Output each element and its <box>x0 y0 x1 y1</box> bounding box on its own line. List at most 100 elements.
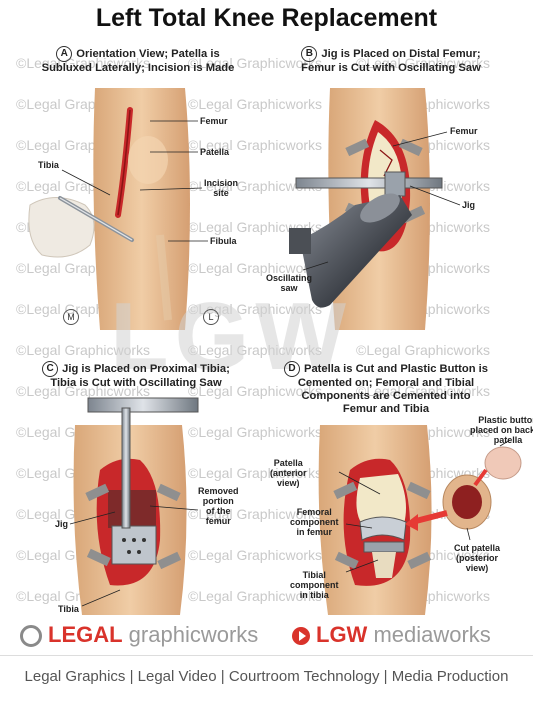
panel-a-heading-line: Orientation View; Patella is <box>76 47 220 60</box>
label-b-jig: Jig <box>462 200 476 210</box>
magnifier-icon <box>20 625 42 648</box>
label-line: placed on back of <box>470 425 533 435</box>
label-a-incision: Incision site <box>204 178 238 198</box>
panel-a-hand-scalpel <box>28 196 134 258</box>
panel-a-knee <box>93 88 190 330</box>
panel-c-retractors <box>85 483 182 570</box>
label-line: (anterior <box>270 468 307 478</box>
panel-a-letter: A <box>56 46 73 62</box>
panel-d-heading-line: Components are Cemented into <box>301 390 471 402</box>
panel-b-leaders <box>302 131 461 271</box>
panel-b-oscillating-saw <box>289 193 412 308</box>
label-line: view) <box>465 563 489 573</box>
label-line: in tibia <box>299 590 329 600</box>
panel-d-heading-line: Patella is Cut and Plastic Button is <box>303 362 488 375</box>
watermark: ©Legal Graphicworks <box>188 137 323 153</box>
label-a-femur: Femur <box>200 116 228 126</box>
watermark: ©Legal Graphicworks <box>188 588 323 604</box>
label-line: Oscillating <box>266 273 313 283</box>
page-title: Left Total Knee Replacement <box>95 4 438 32</box>
panel-d-knee <box>318 425 432 615</box>
brand-mediaworks: mediaworks <box>367 622 491 647</box>
panel-b-heading-line: Femur is Cut with Oscillating Saw <box>301 62 481 74</box>
label-a-patella: Patella <box>200 147 230 157</box>
label-d-plastic-button: Plastic button placed on back of patella <box>470 415 533 445</box>
label-line: component <box>290 517 339 527</box>
watermark: ©Legal Graphicworks <box>188 178 323 194</box>
watermark: ©Legal Graphicworks <box>188 55 323 71</box>
label-b-femur: Femur <box>450 126 478 136</box>
watermark: ©Legal Graphicworks <box>356 383 491 399</box>
watermark: ©Legal Graphicworks <box>188 424 323 440</box>
watermark: ©Legal Graphicworks <box>188 342 323 358</box>
panel-c-letter: C <box>42 361 59 377</box>
label-line: Removed <box>198 486 239 496</box>
watermark: ©Legal Graphicworks <box>188 301 323 317</box>
label-line: femur <box>205 516 231 526</box>
panel-b-letter: B <box>301 46 318 62</box>
panel-d-heading-line: Cemented on; Femoral and Tibial <box>297 377 475 389</box>
panel-d-retractors <box>333 481 432 570</box>
label-line: Femoral <box>296 507 332 517</box>
watermark: ©Legal Graphicworks <box>188 219 323 235</box>
watermark: ©Legal Graphicworks <box>188 506 323 522</box>
footer-tagline: Legal Graphics | Legal Video | Courtroom… <box>24 668 509 685</box>
watermark: ©Legal Graphicworks <box>188 260 323 276</box>
lateral-marker: L <box>203 309 219 325</box>
footer-divider <box>0 655 533 656</box>
panel-b-heading-line: Jig is Placed on Distal Femur; <box>321 47 481 60</box>
label-a-tibia: Tibia <box>38 160 59 170</box>
label-line: Plastic button <box>478 415 533 425</box>
footer-brand-lgw-mediaworks: LGW mediaworks <box>292 622 491 648</box>
panel-b-jig <box>295 171 443 197</box>
watermark: ©Legal Graphicworks <box>356 342 491 358</box>
label-line: of the <box>206 506 231 516</box>
label-c-tibia: Tibia <box>58 604 79 614</box>
panel-a-heading-line: Subluxed Laterally; Incision is Made <box>41 62 235 74</box>
label-c-removed-femur: Removed portion of the femur <box>198 486 239 526</box>
label-line: patella <box>493 435 523 445</box>
label-line: view) <box>277 478 300 488</box>
watermark: ©Legal Graphicworks <box>188 96 323 112</box>
watermark: ©Legal Graphicworks <box>356 55 491 71</box>
panel-c-heading-line: Tibia is Cut with Oscillating Saw <box>50 377 222 389</box>
lgw-logo-watermark: LGW <box>110 283 352 390</box>
watermark: ©Legal Graphicworks <box>16 55 151 71</box>
label-line: in femur <box>296 527 332 537</box>
label-line: (posterior <box>456 553 499 563</box>
brand-lgw: LGW <box>316 622 368 647</box>
watermark: ©Legal Graphicworks <box>188 383 323 399</box>
panel-c-jig <box>87 397 199 529</box>
label-d-femoral-component: Femoral component in femur <box>290 507 339 537</box>
label-d-cut-patella: Cut patella (posterior view) <box>454 543 500 573</box>
panel-d-heading-line: Femur and Tibia <box>342 403 430 415</box>
panel-c-heading-line: Jig is Placed on Proximal Tibia; <box>62 362 230 375</box>
watermark: ©Legal Graphicworks <box>188 547 323 563</box>
label-line: Tibial <box>302 570 326 580</box>
panel-d-leaders <box>338 439 511 573</box>
label-line: Patella <box>273 458 303 468</box>
watermark: ©Legal Graphicworks <box>188 465 323 481</box>
medial-marker: M <box>63 309 79 325</box>
label-b-oscillating-saw: Oscillating saw <box>266 273 312 293</box>
label-line: saw <box>280 283 298 293</box>
watermark: ©Legal Graphicworks <box>16 383 151 399</box>
label-d-patella: Patella (anterior view) <box>270 458 307 488</box>
footer-brand-legal-graphicworks: LEGAL graphicworks <box>20 622 258 648</box>
panel-d-cut-patella <box>442 474 492 530</box>
panel-d-plastic-button <box>473 446 522 487</box>
brand-legal: LEGAL <box>48 622 123 647</box>
label-line: portion <box>202 496 234 506</box>
label-line: component <box>290 580 339 590</box>
panel-d-letter: D <box>283 361 300 377</box>
label-line: Incision <box>204 178 239 188</box>
play-icon <box>292 627 310 646</box>
panel-a-leaders <box>61 120 208 242</box>
label-line: site <box>213 188 229 198</box>
